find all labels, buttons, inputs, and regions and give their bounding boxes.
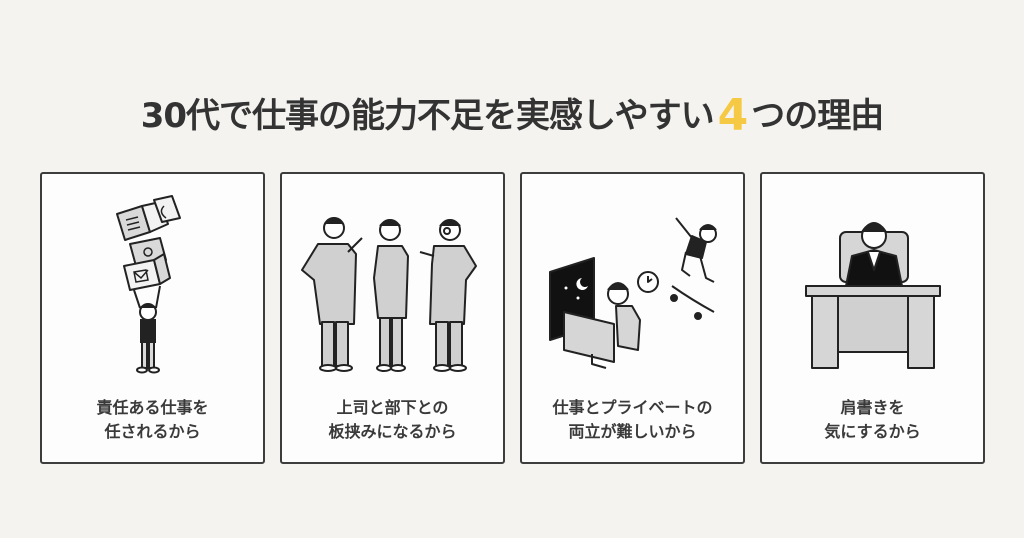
reason-label-line: 任されるから (104, 422, 201, 441)
title-number: 4 (717, 90, 749, 141)
reason-label-line: 責任ある仕事を (96, 398, 209, 417)
reason-label-line: 気にするから (824, 422, 921, 441)
reason-label-3: 仕事とプライベートの 両立が難しいから (522, 396, 743, 444)
reason-label-line: 上司と部下との (336, 398, 449, 417)
reason-card-3: 仕事とプライベートの 両立が難しいから (520, 172, 745, 464)
reason-card-4: 肩書きを 気にするから (760, 172, 985, 464)
three-businessmen-talking-icon (301, 217, 477, 372)
person-carrying-stacked-boxes-icon (116, 195, 181, 374)
reason-card-2: 上司と部下との 板挟みになるから (280, 172, 505, 464)
executive-at-desk-icon (805, 222, 941, 369)
reason-label-line: 両立が難しいから (568, 422, 697, 441)
worker-at-computer-night-and-skateboarder-icon (549, 217, 717, 369)
reason-card-1: 責任ある仕事を 任されるから (40, 172, 265, 464)
reason-label-4: 肩書きを 気にするから (762, 396, 983, 444)
reason-label-line: 板挟みになるから (328, 422, 457, 441)
title-prefix: 30代で仕事の能力不足を実感しやすい (140, 96, 715, 136)
reason-label-line: 仕事とプライベートの (552, 398, 713, 417)
title-suffix: つの理由 (751, 96, 884, 136)
reason-label-line: 肩書きを (840, 398, 905, 417)
reason-label-1: 責任ある仕事を 任されるから (42, 396, 263, 444)
reason-label-2: 上司と部下との 板挟みになるから (282, 396, 503, 444)
